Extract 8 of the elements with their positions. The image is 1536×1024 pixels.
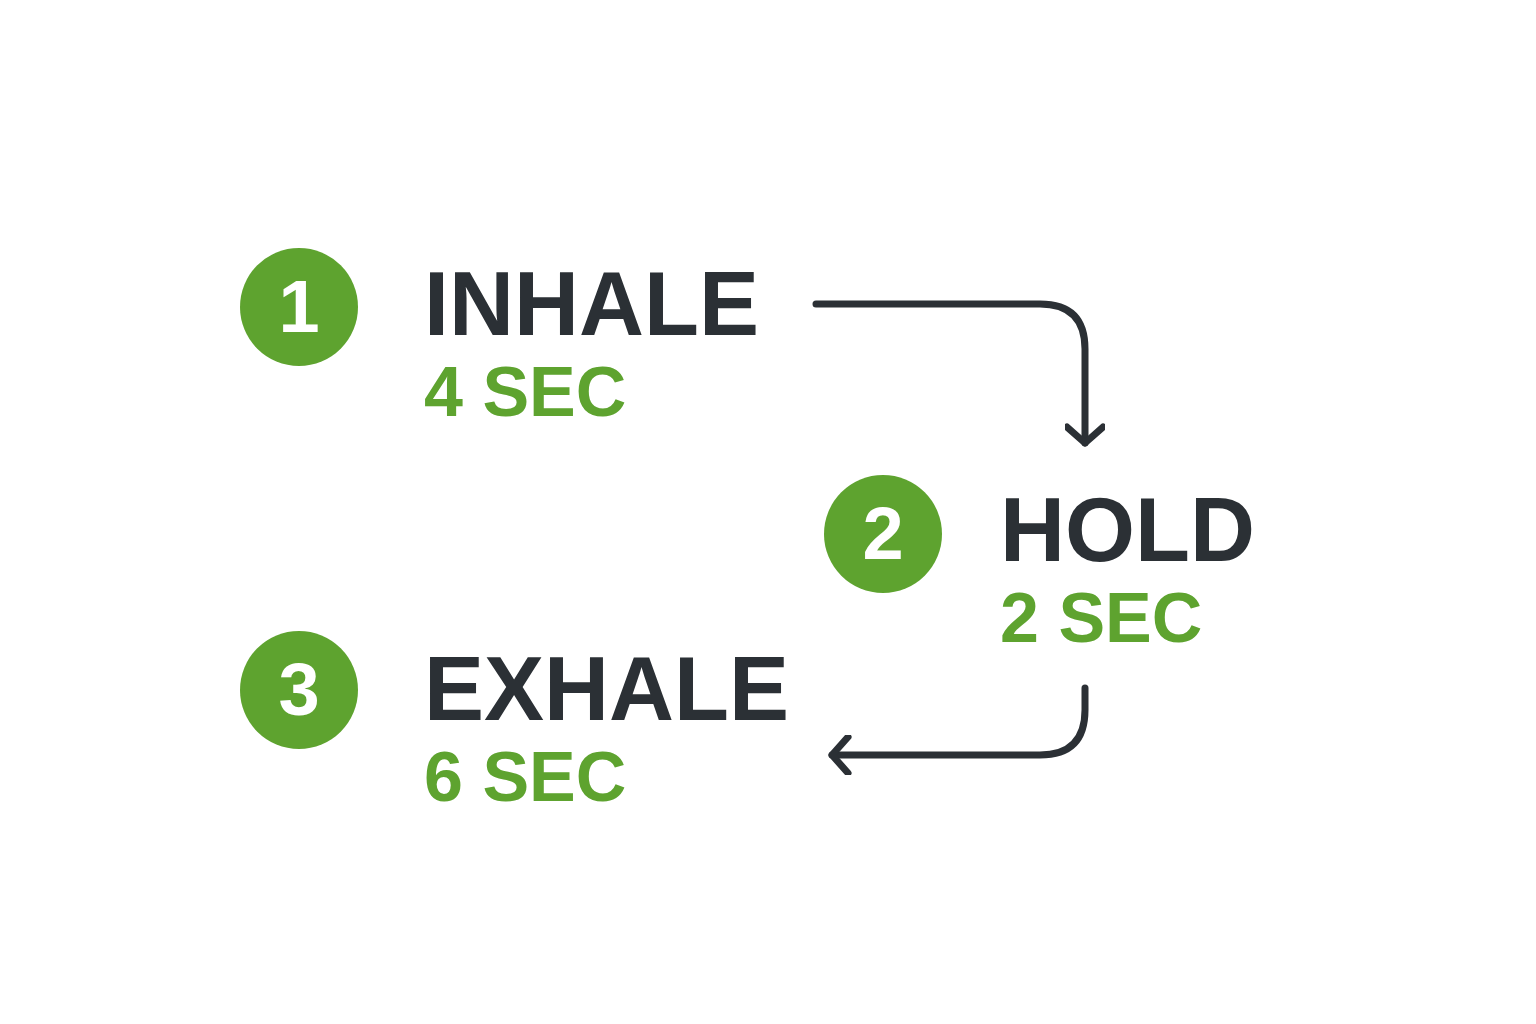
step-name: EXHALE xyxy=(424,640,790,739)
arrow xyxy=(812,300,1107,447)
step-duration: 6 SEC xyxy=(424,739,627,816)
step-name: HOLD xyxy=(1000,481,1255,580)
step-duration: 4 SEC xyxy=(424,354,627,431)
step-duration: 2 SEC xyxy=(1000,580,1203,657)
step-name: INHALE xyxy=(424,255,759,354)
arrow xyxy=(828,684,1089,777)
